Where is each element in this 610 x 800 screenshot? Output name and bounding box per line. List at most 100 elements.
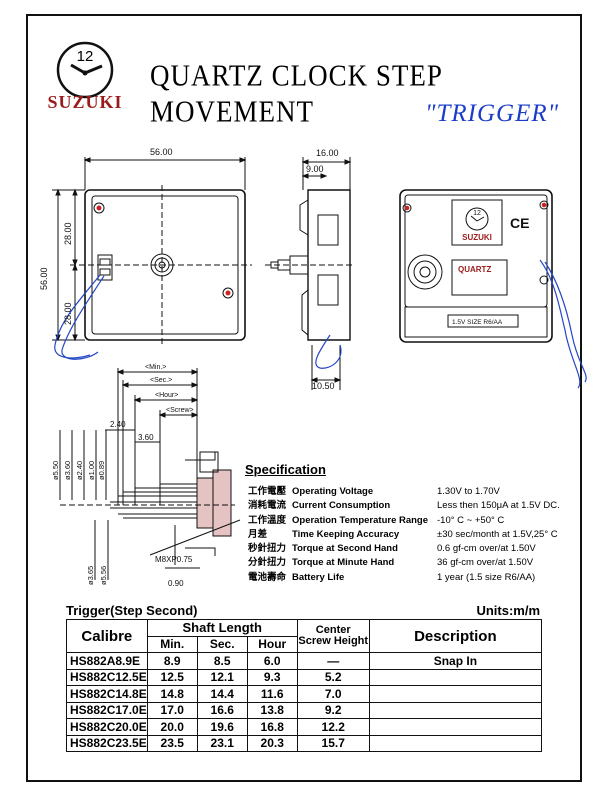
front-view-drawing: [52, 157, 252, 360]
spec-cn: 月差: [248, 528, 268, 540]
spec-value: 0.6 gf-cm over/at 1.50V: [437, 543, 536, 555]
cell-center: 5.2: [296, 668, 370, 686]
header-hour: Hour: [246, 635, 298, 653]
shaft-thread: M8XP0.75: [155, 555, 193, 564]
table-row: HS882C20.0E 20.0 19.6 16.8 12.2: [66, 718, 543, 736]
cell-sec: 23.1: [196, 734, 248, 752]
cell-sec: 8.5: [196, 652, 248, 670]
spec-en: Time Keeping Accuracy: [292, 528, 400, 540]
table-header-line: Trigger(Step Second) Units:m/m: [66, 603, 540, 618]
shaft-section-drawing: [59, 368, 241, 580]
logo-numeral: 12: [77, 48, 94, 65]
cell-hour: 16.8: [246, 718, 298, 736]
spec-cn: 分針扭力: [248, 557, 287, 569]
brand-name: SUZUKI: [47, 92, 123, 112]
header-min: Min.: [146, 635, 198, 653]
cell-sec: 19.6: [196, 718, 248, 736]
cell-description: [368, 701, 543, 719]
dim-side-offset: 9.00: [306, 164, 324, 174]
cell-min: 17.0: [146, 701, 198, 719]
cell-sec: 16.6: [196, 701, 248, 719]
header-center-line1: Center: [315, 624, 351, 636]
dim-front-top: 28.00: [63, 222, 73, 245]
cell-center: 9.2: [296, 701, 370, 719]
back-logo-name: SUZUKI: [462, 233, 492, 242]
spec-en: Torque at Minute Hand: [292, 557, 395, 569]
cell-hour: 11.6: [246, 685, 298, 703]
table-caption: Trigger(Step Second): [66, 603, 198, 618]
header-sec: Sec.: [196, 635, 248, 653]
shaft-min-label: <Min.>: [145, 364, 166, 371]
cell-hour: 13.8: [246, 701, 298, 719]
spec-cn: 電池壽命: [248, 571, 287, 583]
page-subtitle: "TRIGGER": [425, 100, 560, 127]
spec-value: 36 gf-cm over/at 1.50V: [437, 557, 534, 569]
cell-center: 7.0: [296, 685, 370, 703]
cell-min: 8.9: [146, 652, 198, 670]
table-row: HS882C14.8E 14.8 14.4 11.6 7.0: [66, 685, 543, 703]
cell-sec: 14.4: [196, 685, 248, 703]
cell-description: [368, 685, 543, 703]
cell-description: [368, 718, 543, 736]
shaft-dia-0: ø5.50: [51, 461, 60, 480]
side-view-drawing: [265, 157, 355, 390]
dim-front-width: 56.00: [150, 147, 173, 157]
dim-side-bottom: 10.50: [312, 381, 335, 391]
shaft-dia-4: ø0.89: [97, 461, 106, 480]
cell-calibre: HS882C14.8E: [66, 685, 148, 703]
cell-hour: 6.0: [246, 652, 298, 670]
shaft-sec-label: <Sec.>: [150, 377, 172, 384]
shaft-dia-6: ø5.56: [99, 566, 108, 585]
spec-value: Less then 150μA at 1.5V DC.: [437, 500, 560, 512]
spec-row: 分針扭力 Torque at Minute Hand 36 gf-cm over/a…: [248, 556, 560, 570]
cell-calibre: HS882C20.0E: [66, 718, 148, 736]
spec-cn: 工作電壓: [248, 486, 287, 497]
spec-en: Current Consumption: [292, 500, 391, 512]
header-calibre: Calibre: [66, 619, 148, 653]
cell-center: —: [296, 652, 370, 670]
cell-min: 20.0: [146, 718, 198, 736]
cell-description: [368, 668, 543, 686]
header-center-line2: Screw Height: [298, 635, 369, 647]
shaft-dia-5: ø3.65: [86, 566, 95, 585]
cell-min: 23.5: [146, 734, 198, 752]
shaft-dim-090: 0.90: [168, 579, 184, 588]
page-title: QUARTZ CLOCK STEP MOVEMENT: [150, 58, 442, 129]
spec-cn: 秒針扭力: [248, 543, 287, 555]
spec-row: 秒針扭力 Torque at Second Hand 0.6 gf-cm over/…: [248, 542, 560, 556]
cell-hour: 20.3: [246, 734, 298, 752]
cell-calibre: HS882C17.0E: [66, 701, 148, 719]
shaft-dia-1: ø3.60: [63, 461, 72, 480]
table-row: HS882C12.5E 12.5 12.1 9.3 5.2: [66, 668, 543, 686]
cell-center: 15.7: [296, 734, 370, 752]
dim-front-height: 56.00: [39, 267, 49, 290]
spec-value: -10° C ~ +50° C: [437, 514, 505, 526]
spec-title: Specification: [245, 462, 326, 477]
table-row: HS882C17.0E 17.0 16.6 13.8 9.2: [66, 701, 543, 719]
back-logo-numeral: 12: [473, 210, 481, 217]
shaft-dia-3: ø1.00: [87, 461, 96, 480]
cell-min: 12.5: [146, 668, 198, 686]
back-battery-label: 1.5V SIZE R6/AA: [452, 319, 503, 326]
cell-calibre: HS882A8.9E: [66, 652, 148, 670]
cell-description: Snap In: [368, 652, 543, 670]
back-ce-mark: CE: [510, 215, 529, 231]
dim-front-bottom: 28.00: [63, 302, 73, 325]
shaft-dim-360: 3.60: [138, 433, 154, 442]
cell-description: [368, 734, 543, 752]
cell-center: 12.2: [296, 718, 370, 736]
spec-en: Torque at Second Hand: [292, 543, 398, 555]
cell-sec: 12.1: [196, 668, 248, 686]
spec-cn: 消耗電流: [248, 500, 287, 512]
cell-calibre: HS882C12.5E: [66, 668, 148, 686]
shaft-screw-label: <Screw>: [166, 407, 194, 414]
spec-en: Battery Life: [292, 571, 345, 583]
cell-calibre: HS882C23.5E: [66, 734, 148, 752]
table-row: HS882C23.5E 23.5 23.1 20.3 15.7: [66, 734, 543, 752]
